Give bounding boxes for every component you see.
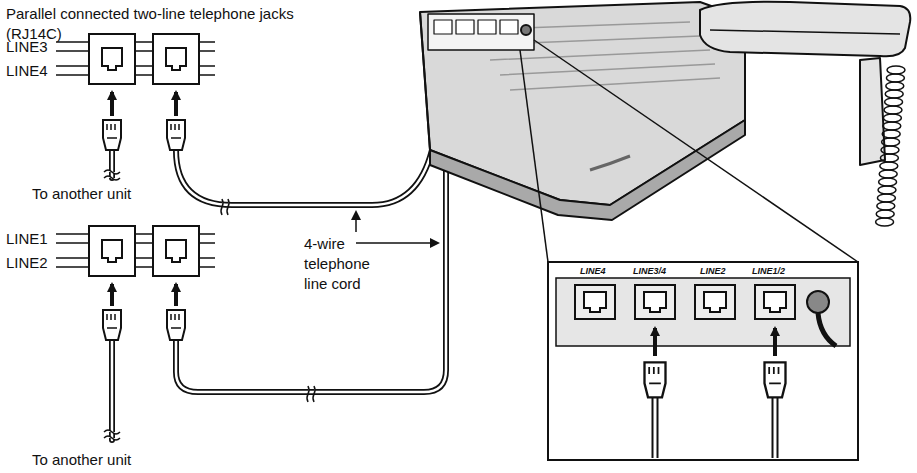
coil-loop: [881, 146, 899, 154]
port-label: LINE4: [580, 266, 606, 277]
coil-loop: [879, 170, 897, 178]
line-label: LINE2: [6, 253, 48, 273]
coil-loop: [878, 186, 896, 194]
line-label: LINE1: [6, 229, 48, 249]
coil-loop: [876, 218, 894, 226]
detail-inset: [548, 262, 858, 460]
coil-loop: [885, 98, 903, 106]
cord-note: To another unit: [32, 450, 131, 470]
coil-loop: [877, 202, 895, 210]
port-label: LINE1/2: [752, 266, 785, 277]
coil-loop: [885, 90, 903, 98]
coil-loop: [887, 66, 905, 74]
modular-plug: [103, 120, 185, 340]
port-label: LINE3/4: [633, 266, 666, 277]
coil-loop: [886, 82, 904, 90]
coil-loop: [883, 114, 901, 122]
line-label: LINE4: [6, 61, 48, 81]
cord-label: 4-wire telephone line cord: [304, 234, 384, 294]
coil-loop: [879, 178, 897, 186]
coil-loop: [883, 122, 901, 130]
coil-loop: [880, 162, 898, 170]
line-label: LINE3: [6, 37, 48, 57]
coil-loop: [882, 138, 900, 146]
port-label: LINE2: [700, 266, 726, 277]
heading-note: Parallel connected two-line telephone ja…: [6, 4, 306, 44]
coil-loop: [877, 194, 895, 202]
telephone-unit: [420, 2, 910, 262]
coil-loop: [886, 74, 904, 82]
coil-cord: [876, 66, 905, 226]
break-mark: [104, 170, 315, 440]
coil-loop: [884, 106, 902, 114]
cord-note: To another unit: [32, 184, 131, 204]
coil-loop: [876, 210, 894, 218]
pointer-arrow: [356, 212, 438, 243]
coil-loop: [880, 154, 898, 162]
wall-jack: [89, 34, 199, 276]
coil-loop: [882, 130, 900, 138]
